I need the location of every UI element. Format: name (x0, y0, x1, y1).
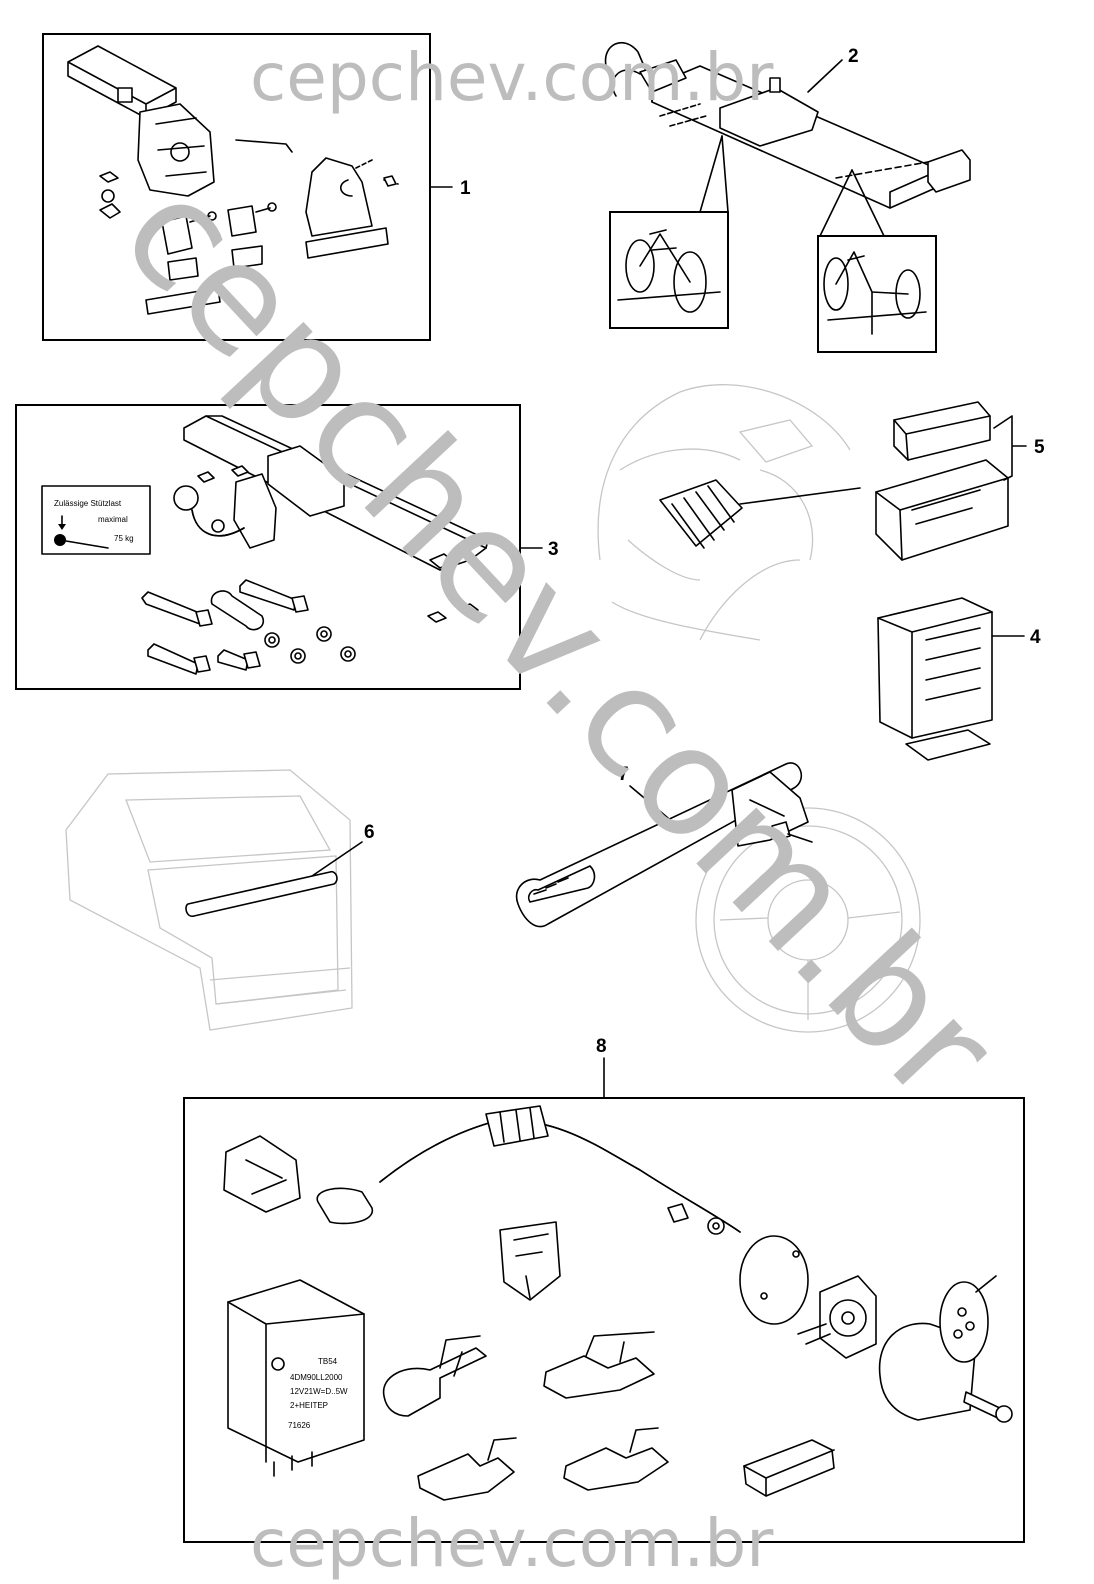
hitch-bracket (233, 473, 277, 549)
cassette-lid (893, 401, 991, 461)
panel-8-frame (183, 1097, 1025, 1543)
relay-label-line2: 4DM90LL2000 (290, 1373, 343, 1382)
storage-box (877, 597, 993, 761)
detail-inset-upright (609, 211, 729, 329)
load-label-line2: maximal (98, 515, 128, 524)
callout-4: 4 (1030, 627, 1041, 648)
mounting-plate (267, 445, 345, 517)
steering-lock (515, 762, 813, 928)
load-label-line1: Zulässige Stützlast (54, 499, 122, 508)
bolt-2 (239, 579, 297, 611)
relay-label-line3: 12V21W=D..5W (290, 1387, 348, 1396)
relay-label-line1: TB54 (318, 1357, 338, 1366)
bolt-4 (217, 649, 249, 671)
relay-label-line4: 2+HEITEP (290, 1401, 328, 1410)
watermark-top: cepchev.com.br (250, 39, 774, 116)
crossbar (67, 45, 177, 119)
detail-inset-angled (817, 235, 937, 353)
crimp-terminal-1 (382, 1347, 487, 1417)
spacer-sleeve (210, 590, 265, 631)
callout-8: 8 (596, 1036, 607, 1057)
lock-key (771, 821, 791, 841)
steering-wheel-ghost (695, 807, 921, 1033)
crimp-terminal-3 (417, 1453, 515, 1501)
load-cover-rod (185, 870, 338, 917)
cassette-case (875, 401, 1009, 561)
crimp-terminal-4 (563, 1447, 669, 1491)
blade-fuse (499, 1221, 561, 1301)
clamp-right (227, 205, 257, 237)
callout-6: 6 (364, 822, 375, 843)
hatchback-ghost (65, 769, 353, 1031)
socket-body (819, 1275, 877, 1359)
clamp-left (161, 215, 193, 255)
crimp-terminal-2 (543, 1355, 655, 1399)
tow-ball (173, 485, 199, 511)
panel-3-frame (15, 404, 521, 690)
bolt-3 (147, 643, 199, 675)
bulb-socket (223, 1135, 301, 1213)
relay-label-line5: 71626 (288, 1421, 311, 1430)
end-cap (305, 157, 373, 237)
callout-1: 1 (460, 178, 471, 199)
console-tray (659, 479, 743, 547)
storage-box-body (877, 597, 993, 739)
lock-bar (515, 762, 803, 928)
callout-7: 7 (618, 764, 629, 785)
rubber-pad (145, 287, 221, 315)
panel-1-roof-rack (42, 33, 431, 341)
panel-3-tow-hitch: Zulässige Stützlast maximal 75 kg (15, 404, 521, 690)
callout-2: 2 (848, 46, 859, 67)
panel-2-bike-carrier (604, 41, 971, 353)
connector-plug (316, 1187, 373, 1225)
cassette-holder (875, 459, 1009, 561)
load-label-line3: 75 kg (114, 534, 134, 543)
callout-5: 5 (1034, 437, 1045, 458)
mounting-gasket (739, 1235, 809, 1325)
allen-key (235, 139, 293, 153)
panel-8-electrical-kit: TB54 4DM90LL2000 12V21W=D..5W 2+HEITEP 7… (183, 1097, 1025, 1543)
bolt-1 (141, 591, 203, 625)
callout-3: 3 (548, 539, 559, 560)
rail-end (927, 149, 971, 193)
flasher-relay (227, 1279, 365, 1463)
watermark-bottom: cepchev.com.br (250, 1505, 774, 1582)
console-ghost (597, 384, 851, 641)
